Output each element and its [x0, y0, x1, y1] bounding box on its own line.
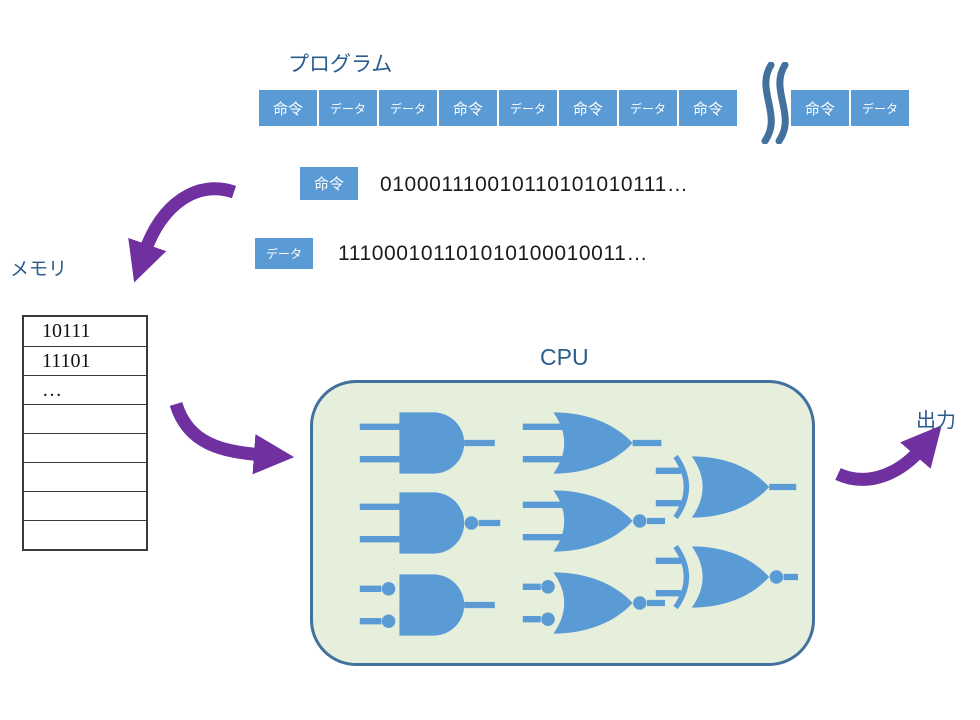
program-box: 命令: [259, 90, 317, 126]
xnor-gate-icon: [655, 544, 798, 610]
or-gate-icon: [522, 412, 662, 474]
program-box: データ: [851, 90, 909, 126]
nor-gate-icon: [522, 490, 665, 552]
program-box: 命令: [559, 90, 617, 126]
program-box: 命令: [791, 90, 849, 126]
cpu-box: [310, 380, 815, 666]
program-box-row: 命令 データ データ 命令 データ 命令 データ 命令 命令 データ: [259, 90, 909, 126]
and-gate-icon: [359, 412, 495, 474]
program-box: 命令: [679, 90, 737, 126]
instruction-tag: 命令: [300, 167, 358, 200]
sequence-break-icon: [761, 62, 789, 144]
memory-cell: [24, 520, 146, 549]
memory-cell: [24, 404, 146, 433]
data-bits: 111000101101010100010011…: [338, 242, 649, 265]
output-title: 出力: [916, 410, 956, 432]
memory-cell: …: [24, 375, 146, 404]
program-box: データ: [379, 90, 437, 126]
curved-arrow-memory-to-cpu-icon: [169, 401, 295, 475]
instruction-bits: 010001110010110101010111…: [380, 173, 689, 196]
program-box: データ: [499, 90, 557, 126]
xor-gate-icon: [655, 454, 797, 520]
curved-arrow-cpu-to-output-icon: [835, 425, 942, 486]
memory-cell: 11101: [24, 346, 146, 375]
memory-cell: [24, 491, 146, 520]
memory-cell: 10111: [42, 320, 91, 342]
memory-table: 10111 11101 …: [22, 315, 148, 551]
curved-arrow-program-to-memory-icon: [128, 182, 237, 283]
memory-cell: [24, 462, 146, 491]
program-box: データ: [619, 90, 677, 126]
program-box: 命令: [439, 90, 497, 126]
memory-cell: [24, 433, 146, 462]
memory-title: メモリ: [10, 259, 68, 280]
program-title: プログラム: [288, 53, 393, 76]
cpu-title: CPU: [540, 344, 589, 370]
and-negated-inputs-gate-icon: [359, 574, 495, 636]
program-box: データ: [319, 90, 377, 126]
nand-gate-icon: [359, 492, 501, 554]
nor-negated-inputs-gate-icon: [522, 572, 665, 634]
data-tag: データ: [255, 238, 313, 269]
